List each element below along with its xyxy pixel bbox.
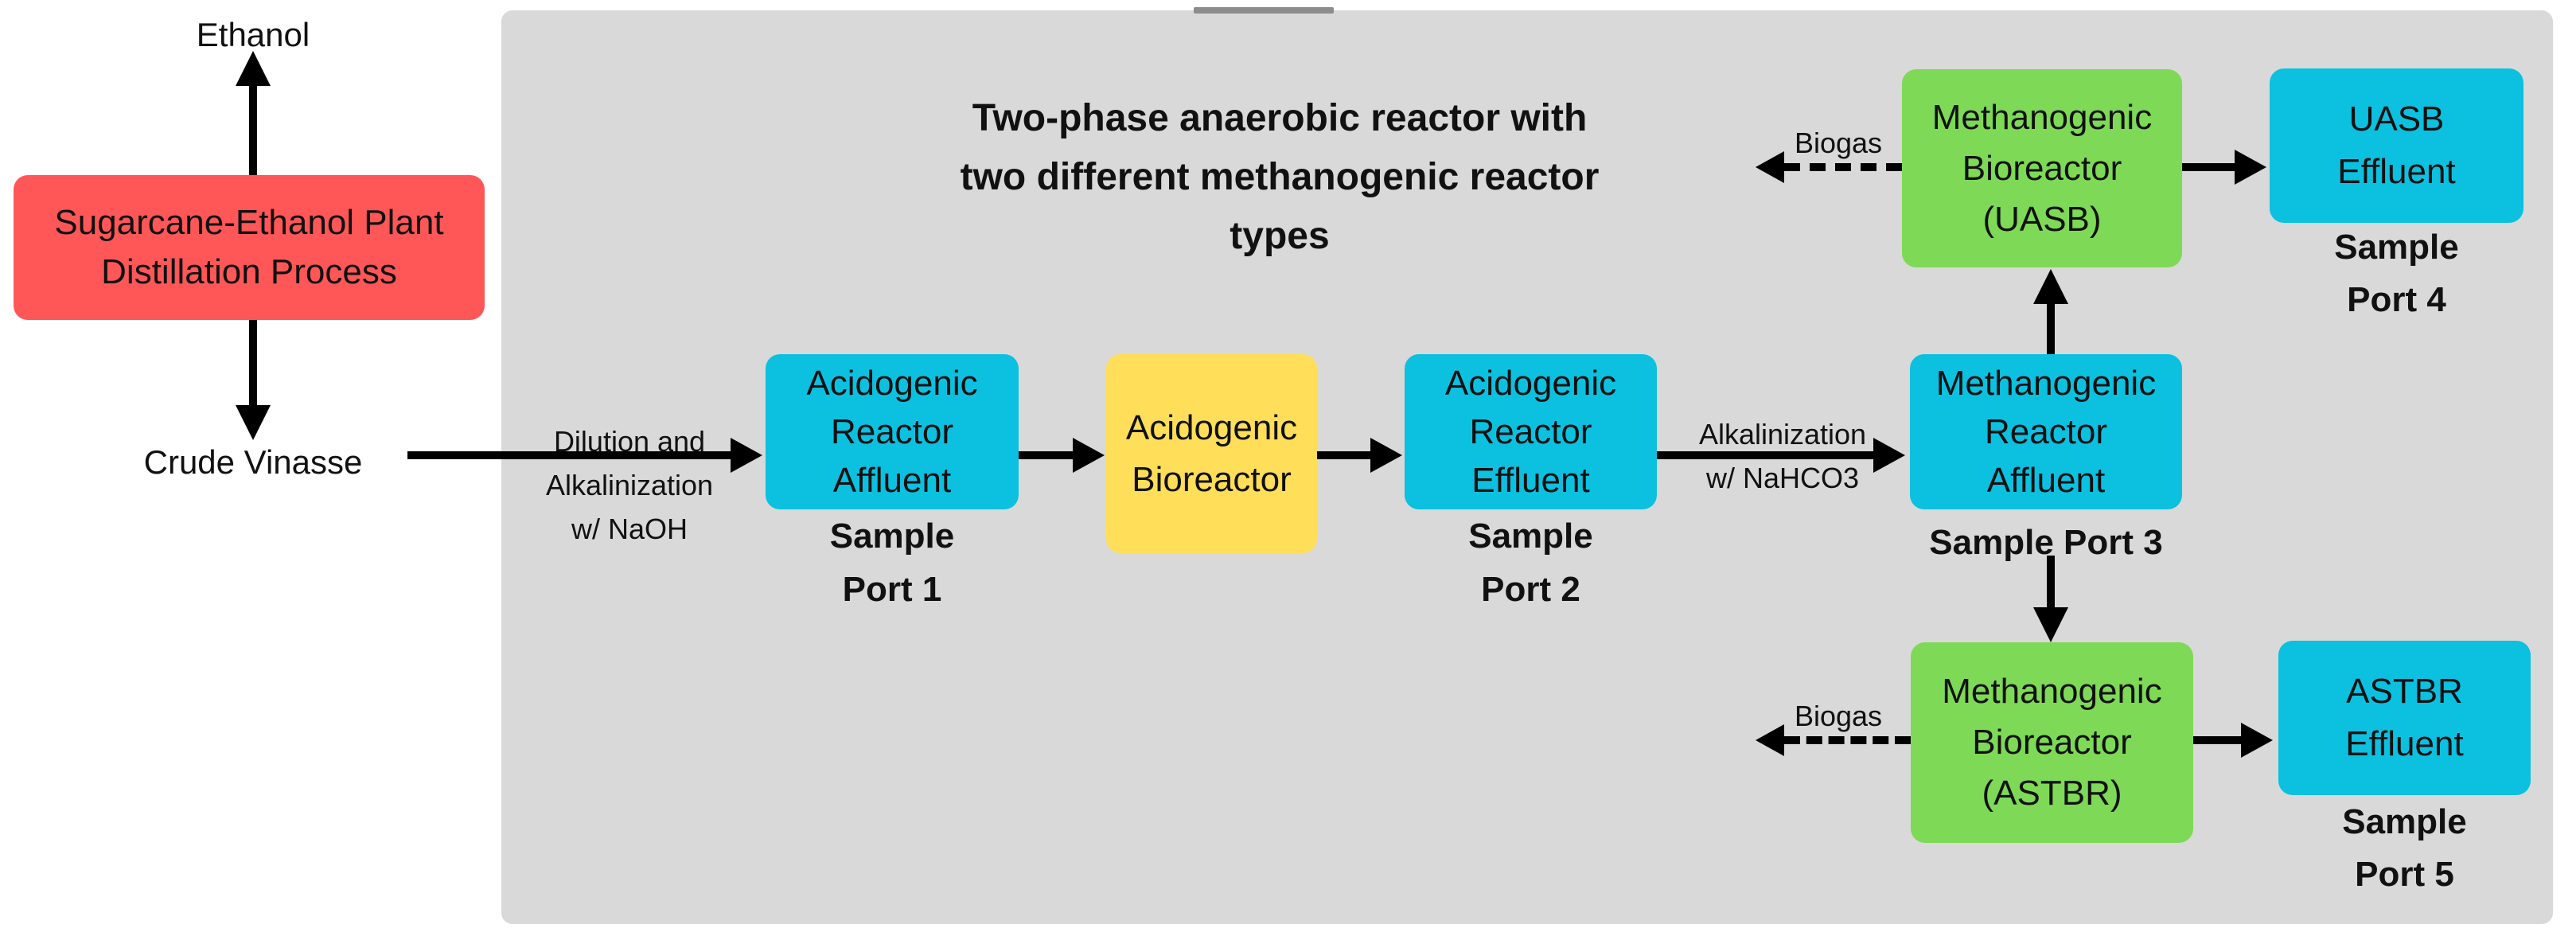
arrow-up-uasb-shaft xyxy=(2047,304,2055,354)
biogas-bottom-label: Biogas xyxy=(1794,700,1883,732)
node-astbr-bioreactor-line1: Methanogenic xyxy=(1942,672,2162,711)
dilution-label: Dilution and Alkalinization w/ NaOH xyxy=(522,419,737,551)
node-acidogenic-effluent-line1: Acidogenic xyxy=(1444,364,1617,403)
node-acidogenic-bioreactor-line2: Bioreactor xyxy=(1132,460,1292,499)
sample-port-1-label: Sample Port 1 xyxy=(829,517,955,609)
node-acidogenic-effluent-line2: Reactor xyxy=(1469,412,1592,451)
node-acidogenic-affluent: Acidogenic Reactor Affluent xyxy=(766,354,1019,509)
node-uasb-bioreactor: Methanogenic Bioreactor (UASB) xyxy=(1902,69,2182,267)
dilution-label-line2: Alkalinization xyxy=(545,469,714,501)
arrow-up-uasb-head-icon xyxy=(2033,269,2068,304)
node-astbr-bioreactor: Methanogenic Bioreactor (ASTBR) xyxy=(1911,642,2193,843)
arrow-2-shaft xyxy=(1019,451,1073,459)
biogas-top-dashed-shaft xyxy=(1784,163,1902,171)
arrow-6-shaft xyxy=(2193,736,2241,744)
node-acidogenic-affluent-line1: Acidogenic xyxy=(806,364,978,403)
sample-port-5-label: Sample Port 5 xyxy=(2342,802,2467,894)
arrow-ethanol-head-icon xyxy=(236,51,271,86)
biogas-top-label: Biogas xyxy=(1794,127,1883,159)
node-acidogenic-bioreactor-line1: Acidogenic xyxy=(1125,408,1298,447)
node-astbr-effluent-line1: ASTBR xyxy=(2346,672,2463,711)
arrow-ethanol-shaft xyxy=(249,86,257,175)
node-distillation-line1: Sugarcane-Ethanol Plant xyxy=(54,203,444,242)
node-uasb-bioreactor-line3: (UASB) xyxy=(1982,199,2102,239)
panel-title-line1: Two-phase anaerobic reactor with xyxy=(972,97,1588,139)
arrow-vinasse-head-icon xyxy=(236,405,271,440)
arrow-2-head-icon xyxy=(1073,438,1105,473)
arrow-6-head-icon xyxy=(2241,723,2273,758)
node-acidogenic-affluent-line2: Reactor xyxy=(830,412,954,451)
biogas-top-head-icon xyxy=(1756,151,1784,183)
alkalinization-label-line1: Alkalinization xyxy=(1698,418,1867,450)
node-uasb-bioreactor-line1: Methanogenic xyxy=(1931,97,2153,137)
node-uasb-effluent-line2: Effluent xyxy=(2337,152,2456,191)
node-uasb-effluent-line1: UASB xyxy=(2348,99,2445,138)
panel-top-tab xyxy=(1194,7,1334,14)
node-astbr-bioreactor-line2: Bioreactor xyxy=(1972,723,2132,762)
crude-vinasse-label: Crude Vinasse xyxy=(143,443,363,481)
arrow-3-head-icon xyxy=(1370,438,1402,473)
node-methanogenic-affluent-line3: Affluent xyxy=(1986,461,2106,500)
node-uasb-bioreactor-line2: Bioreactor xyxy=(1962,148,2122,188)
node-methanogenic-affluent-line2: Reactor xyxy=(1984,412,2108,451)
node-acidogenic-effluent: Acidogenic Reactor Effluent xyxy=(1405,354,1657,509)
panel-title-line2: two different methanogenic reactor xyxy=(960,156,1600,198)
arrow-5-head-icon xyxy=(2235,150,2266,185)
arrow-1-shaft xyxy=(407,451,731,459)
arrow-1-head-icon xyxy=(731,438,762,473)
node-acidogenic-affluent-line3: Affluent xyxy=(832,461,952,500)
arrow-4-head-icon xyxy=(1873,438,1905,473)
sample-port-3-label: Sample Port 3 xyxy=(1929,523,2163,562)
alkalinization-label: Alkalinization w/ NaHCO3 xyxy=(1671,412,1894,500)
arrow-3-shaft xyxy=(1317,451,1370,459)
biogas-bottom-dashed-shaft xyxy=(1784,736,1911,744)
arrow-4-shaft xyxy=(1657,451,1873,459)
biogas-bottom-head-icon xyxy=(1756,724,1784,756)
dilution-label-line1: Dilution and xyxy=(553,425,706,458)
panel-title-line3: types xyxy=(1230,215,1330,257)
node-methanogenic-affluent: Methanogenic Reactor Affluent xyxy=(1910,354,2182,509)
dilution-label-line3: w/ NaOH xyxy=(571,513,688,545)
node-uasb-effluent: UASB Effluent xyxy=(2270,68,2523,223)
ethanol-label: Ethanol xyxy=(196,16,310,53)
panel-title: Two-phase anaerobic reactor with two dif… xyxy=(922,89,1638,266)
node-astbr-bioreactor-line3: (ASTBR) xyxy=(1982,774,2122,813)
alkalinization-label-line2: w/ NaHCO3 xyxy=(1705,462,1860,494)
node-methanogenic-affluent-line1: Methanogenic xyxy=(1935,364,2157,403)
node-distillation-process: Sugarcane-Ethanol Plant Distillation Pro… xyxy=(14,175,485,320)
node-acidogenic-bioreactor: Acidogenic Bioreactor xyxy=(1106,354,1317,553)
arrow-vinasse-shaft xyxy=(249,320,257,405)
sample-port-2-label: Sample Port 2 xyxy=(1468,517,1593,609)
node-acidogenic-effluent-line3: Effluent xyxy=(1471,461,1590,500)
arrow-5-shaft xyxy=(2182,163,2235,171)
node-distillation-line2: Distillation Process xyxy=(101,252,397,291)
node-astbr-effluent-line2: Effluent xyxy=(2345,724,2464,763)
arrow-down-astbr-shaft xyxy=(2047,556,2055,607)
node-astbr-effluent: ASTBR Effluent xyxy=(2278,641,2531,795)
sample-port-4-label: Sample Port 4 xyxy=(2334,228,2459,319)
arrow-down-astbr-head-icon xyxy=(2033,607,2068,642)
